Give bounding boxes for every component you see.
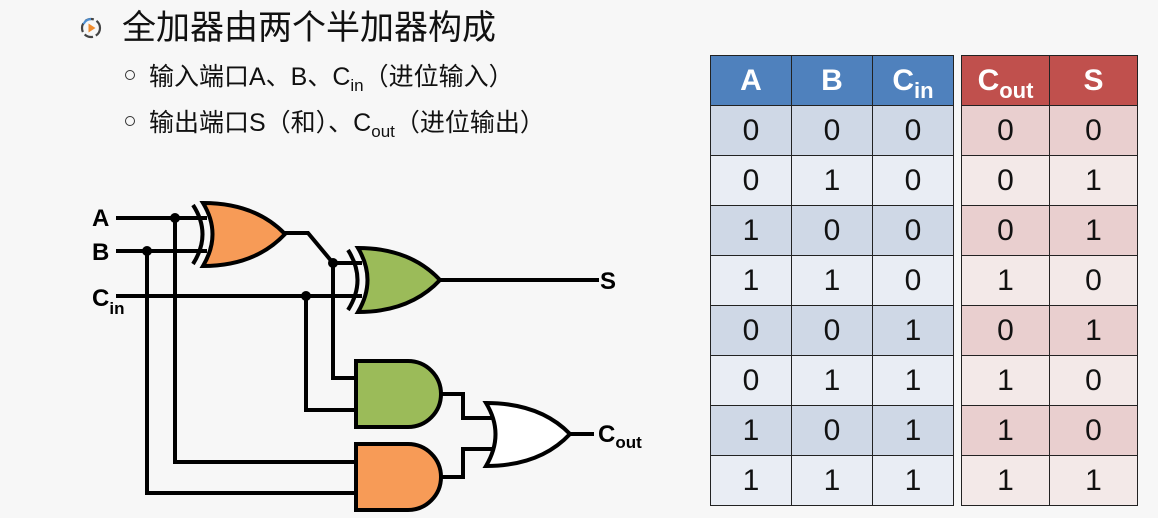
table-cell: 1 [710, 455, 792, 506]
junction-xor1-out [328, 258, 338, 268]
table-cell: 0 [872, 255, 954, 306]
table-cell: 0 [710, 305, 792, 356]
table-cell: 1 [961, 355, 1050, 406]
table-cell: 0 [961, 155, 1050, 206]
play-circle-icon [80, 17, 102, 39]
wire-cin-to-and1 [304, 294, 358, 412]
label-s: S [600, 268, 616, 295]
label-b: B [92, 239, 109, 266]
table-cell: 1 [961, 455, 1050, 506]
table-cell: 1 [961, 255, 1050, 306]
table-cell: 1 [1049, 305, 1138, 356]
table-cell: 0 [710, 105, 792, 156]
label-cin: Cin [92, 285, 124, 318]
xor2-body [354, 245, 443, 315]
table-cell: 0 [872, 105, 954, 156]
table-cell: 1 [872, 305, 954, 356]
output-header-1: S [1049, 55, 1138, 106]
label-cout: Cout [598, 421, 642, 452]
table-cell: 0 [791, 305, 873, 356]
wire-xor1-to-and1 [331, 261, 358, 380]
table-cell: 1 [1049, 205, 1138, 256]
bullet-dot [125, 70, 135, 81]
xor-gate-1 [191, 200, 288, 269]
table-cell: 1 [710, 205, 792, 256]
wire-and2-out [438, 447, 494, 479]
table-cell: 0 [961, 105, 1050, 156]
table-cell: 1 [1049, 455, 1138, 506]
wire-and1-out [438, 392, 494, 420]
input-header-2: Cin [872, 55, 954, 106]
table-cell: 0 [961, 205, 1050, 256]
table-cell: 0 [1049, 255, 1138, 306]
bullet-dot [125, 116, 135, 127]
table-cell: 1 [872, 355, 954, 406]
table-cell: 0 [1049, 105, 1138, 156]
table-cell: 0 [710, 355, 792, 406]
table-cell: 1 [710, 255, 792, 306]
xor1-body [199, 200, 288, 269]
table-cell: 0 [872, 155, 954, 206]
table-cell: 0 [791, 405, 873, 456]
table-cell: 1 [1049, 155, 1138, 206]
table-cell: 0 [1049, 405, 1138, 456]
table-cell: 0 [961, 305, 1050, 356]
table-cell: 1 [791, 255, 873, 306]
table-cell: 1 [872, 405, 954, 456]
output-header-0: Cout [961, 55, 1050, 106]
table-cell: 0 [791, 205, 873, 256]
label-a: A [92, 205, 109, 232]
and-gate-2 [354, 442, 443, 512]
wire-b-to-and2 [145, 249, 358, 495]
or-gate [482, 400, 573, 469]
junction-cin [301, 291, 311, 301]
xor1-input-arc [191, 203, 205, 266]
input-header-0: A [710, 55, 792, 106]
table-cell: 1 [872, 455, 954, 506]
bullet-inputs: 输入端口A、B、Cin（进位输入） [125, 60, 514, 94]
slide-title: 全加器由两个半加器构成 [122, 9, 496, 47]
table-cell: 0 [791, 105, 873, 156]
table-cell: 0 [872, 205, 954, 256]
table-cell: 1 [961, 405, 1050, 456]
bullet-outputs: 输出端口S（和）、Cout（进位输出） [125, 106, 545, 140]
table-cell: 1 [791, 155, 873, 206]
table-cell: 1 [791, 355, 873, 406]
full-adder-circuit: A B Cin S Cout [92, 200, 642, 512]
input-header-1: B [791, 55, 873, 106]
junction-a [170, 213, 180, 223]
wire-xor1-out [283, 231, 362, 265]
junction-b [142, 246, 152, 256]
xor-gate-2 [346, 245, 443, 315]
wire-a-to-and2 [173, 216, 358, 464]
and-gate-1 [354, 359, 443, 429]
xor2-input-arc [346, 248, 360, 312]
table-cell: 1 [791, 455, 873, 506]
table-cell: 1 [710, 405, 792, 456]
table-cell: 0 [710, 155, 792, 206]
table-cell: 0 [1049, 355, 1138, 406]
